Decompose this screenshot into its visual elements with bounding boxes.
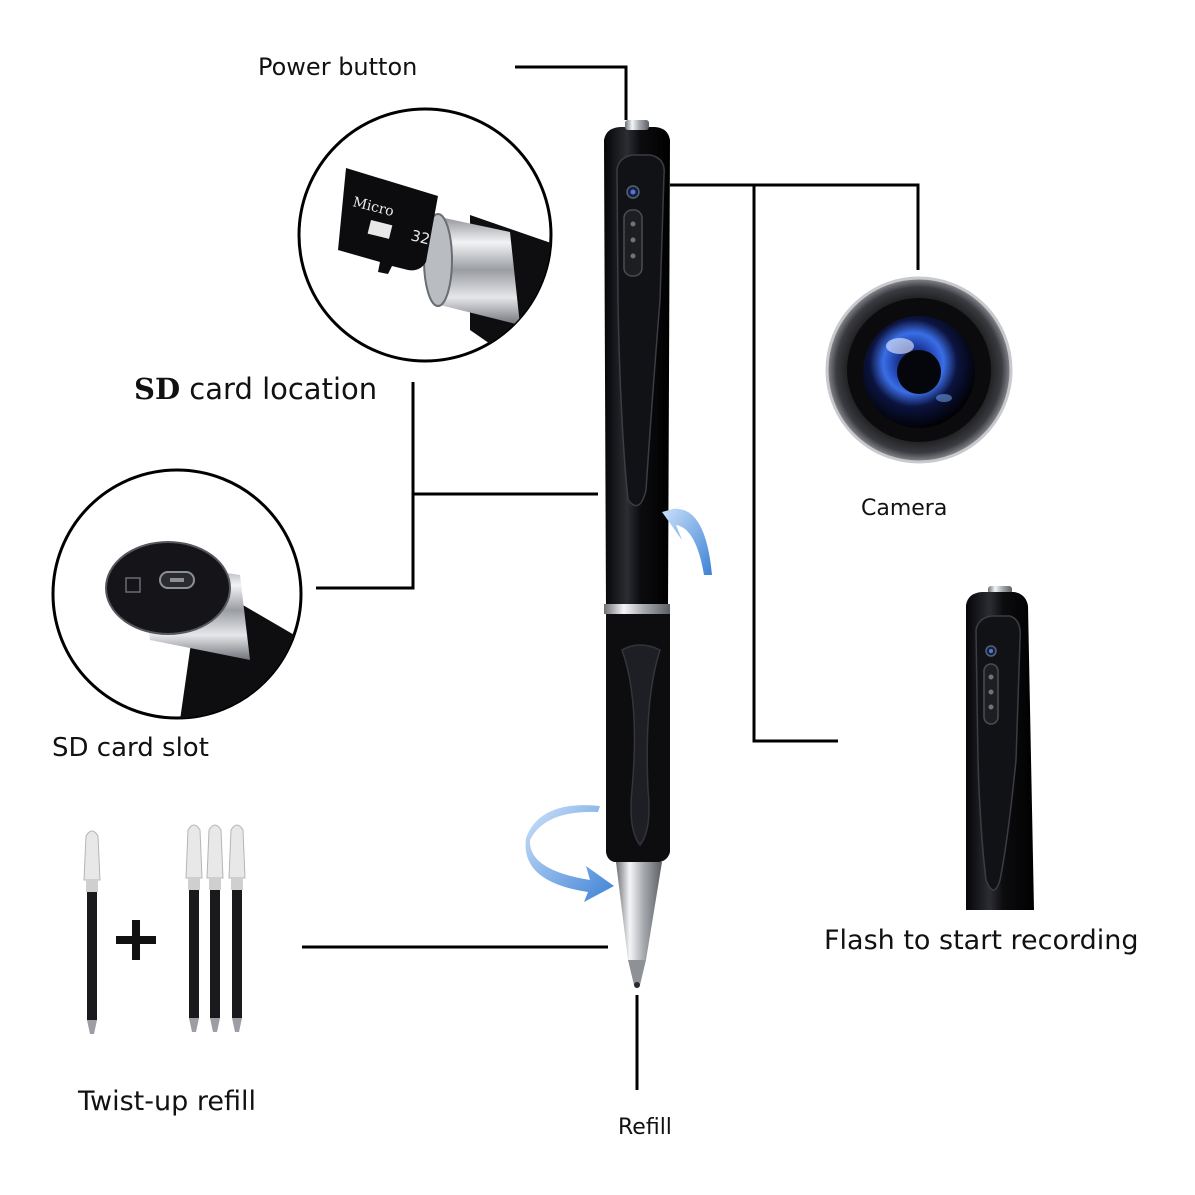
refill-single — [83, 830, 101, 1034]
refill-three-pack — [185, 824, 246, 1032]
sd-card-location-label: SD card location — [134, 372, 377, 406]
sd-card-slot-photo — [51, 468, 303, 720]
flash-to-start-label: Flash to start recording — [824, 925, 1139, 956]
camera-lens-icon — [825, 276, 1013, 464]
flash-leader — [752, 185, 838, 743]
spy-pen-close-up — [966, 586, 1034, 910]
spy-pen-main — [604, 120, 670, 988]
power-leader — [515, 65, 628, 120]
sd-card-capacity: 32 — [409, 226, 432, 248]
power-button-label: Power button — [258, 53, 418, 81]
rotate-arrow-icon — [525, 805, 614, 902]
camera-leader — [670, 183, 920, 270]
leader-lines — [302, 65, 920, 1090]
camera-label: Camera — [861, 496, 948, 521]
sd-leader — [316, 382, 415, 590]
sd-card-slot-label: SD card slot — [52, 733, 209, 763]
sd-card-location-prefix: SD — [134, 372, 181, 406]
twist-up-refill-label: Twist-up refill — [78, 1086, 256, 1117]
rotate-arrow-icon — [662, 505, 712, 575]
power-button-icon — [625, 120, 649, 130]
plus-icon — [116, 920, 156, 960]
sd-card-location-rest: card location — [180, 372, 378, 406]
refill-label: Refill — [618, 1115, 672, 1140]
